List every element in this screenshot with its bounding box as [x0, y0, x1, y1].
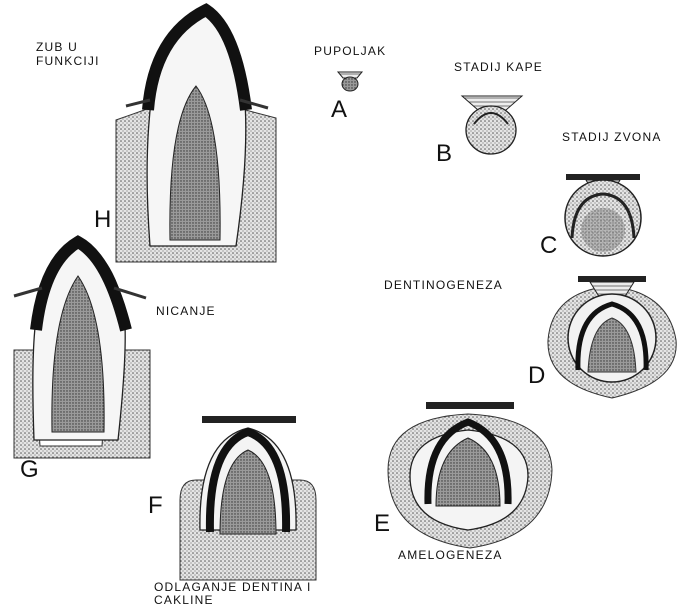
caption-h-line1: ZUB U: [36, 40, 78, 54]
caption-e: AMELOGENEZA: [398, 548, 503, 562]
caption-h-line2: FUNKCIJI: [36, 54, 100, 68]
caption-f-line1: ODLAGANJE DENTINA I: [154, 580, 312, 594]
stage-b-cap: [462, 96, 522, 154]
caption-d: DENTINOGENEZA: [384, 278, 503, 292]
stage-e-amelogenesis: [388, 402, 552, 548]
caption-g: NICANJE: [156, 304, 216, 318]
caption-c: STADIJ ZVONA: [562, 130, 662, 144]
label-a: A: [331, 98, 347, 122]
label-c: C: [540, 234, 557, 258]
label-e: E: [374, 512, 390, 536]
caption-f-line2: CAKLINE: [154, 593, 214, 607]
label-d: D: [528, 364, 545, 388]
caption-a: PUPOLJAK: [314, 44, 386, 58]
label-f: F: [148, 494, 163, 518]
stage-f-deposition: [180, 416, 316, 580]
stage-h-functional: [116, 10, 276, 262]
label-h: H: [94, 208, 111, 232]
label-g: G: [20, 458, 39, 482]
caption-b: STADIJ KAPE: [454, 60, 543, 74]
stage-a-bud: [338, 72, 362, 91]
stage-d-dentinogenesis: [548, 276, 676, 398]
stage-c-bell: [565, 174, 641, 256]
label-b: B: [436, 142, 452, 166]
stage-g-eruption: [14, 242, 150, 458]
